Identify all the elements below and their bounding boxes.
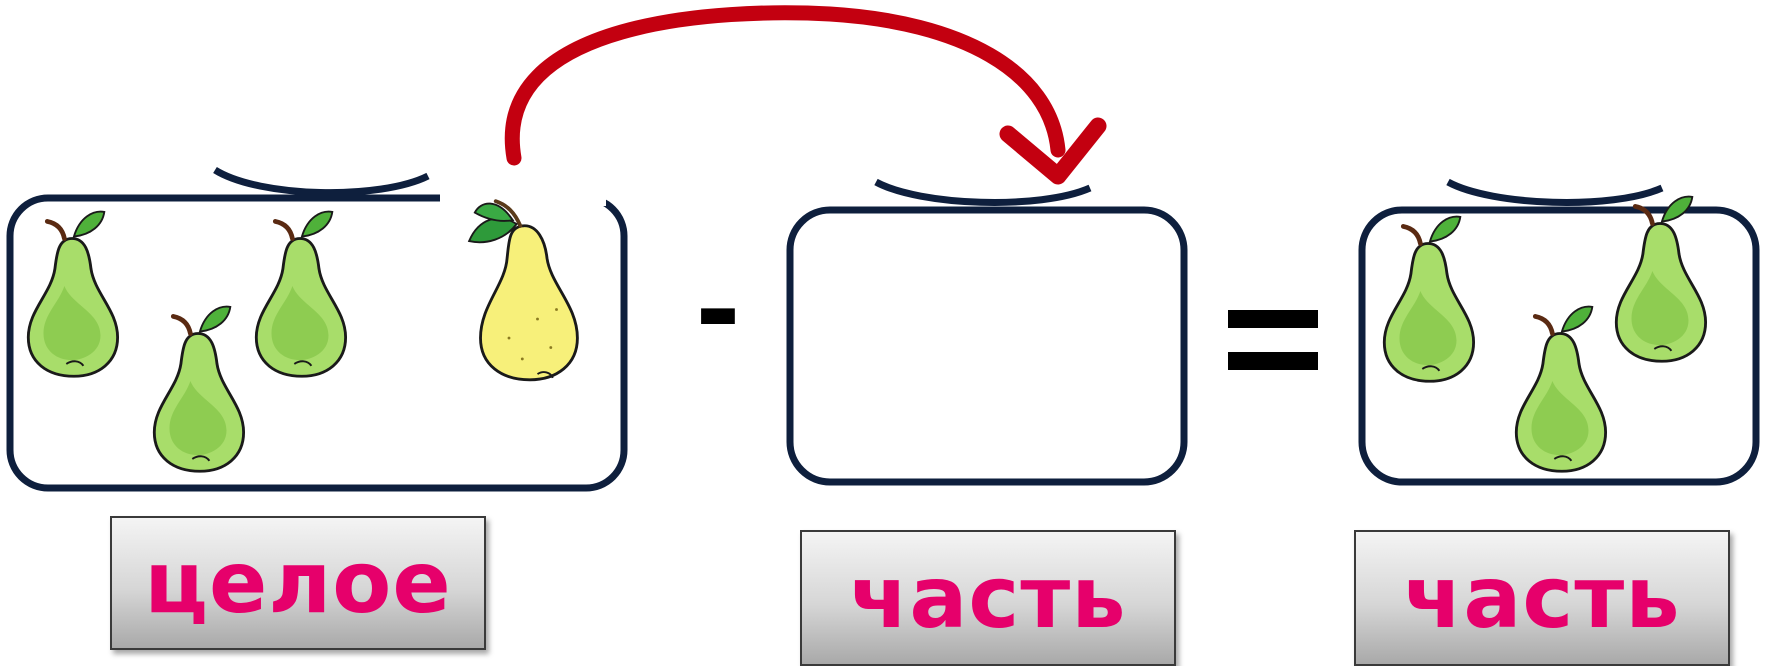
middle-part-brace	[874, 178, 1092, 206]
move-arrow	[504, 5, 1107, 185]
whole-brace	[213, 166, 430, 197]
middle-part-label-box: часть	[800, 530, 1176, 666]
minus-operator: -	[695, 246, 741, 374]
equals-operator	[1228, 310, 1318, 370]
middle-part-label: часть	[849, 548, 1127, 648]
middle-part-frame	[786, 206, 1188, 486]
right-part-label: часть	[1403, 548, 1681, 648]
middle-part-group	[786, 178, 1188, 486]
right-part-group	[1358, 178, 1760, 486]
right-part-label-box: часть	[1354, 530, 1730, 666]
whole-label: целое	[144, 533, 452, 633]
whole-label-box: целое	[110, 516, 486, 650]
right-part-brace	[1446, 178, 1664, 206]
whole-group	[6, 166, 628, 492]
